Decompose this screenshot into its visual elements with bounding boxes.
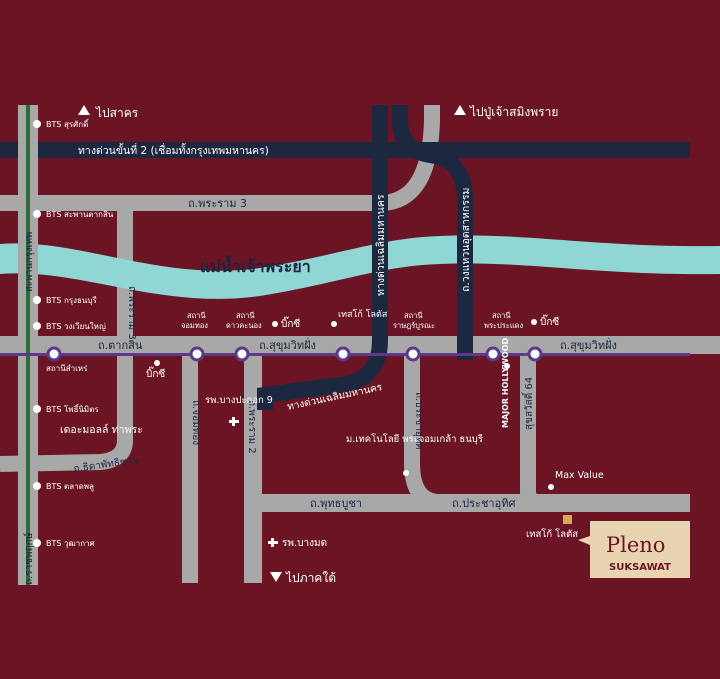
bts-station-label: BTS กรุงธนบุรี [46, 296, 97, 305]
arrow-up-icon [454, 105, 466, 115]
project-pin [563, 515, 572, 524]
hospital-icon [268, 538, 278, 547]
bts-station-label: BTS ตลาดพลู [46, 482, 94, 492]
road-suksawat64-curve [520, 491, 541, 510]
label-kmutt: ม.เทคโนโลยี พระจอมเกล้า ธนบุรี [346, 433, 483, 445]
expressways [0, 105, 690, 410]
label-ratchaphruek: ถ.ราชพฤกษ์ [23, 532, 35, 585]
label-rama3-vertical: ถ.พระราม 3 [126, 286, 137, 340]
label-pracha-uthit-v: ถ.ประชาอุทิศ [413, 392, 424, 450]
chao-phraya-river [0, 235, 720, 299]
label-taksin: ถ.ตากสิน [98, 339, 143, 352]
label-bigc-3: บิ๊กซี [540, 314, 559, 328]
label-hospital-bangpakok: รพ.บางปะกอก 9 [205, 395, 273, 406]
label-phutthabucha: ถ.พุทธบูชา [310, 497, 362, 510]
label-samut-sakhon: ไปสาคร [95, 106, 139, 120]
label-pracha-uthit-h: ถ.ประชาอุทิศ [452, 497, 515, 510]
label-expressway-2: ทางด่วนขั้นที่ 2 (เชื่อมทั้งกรุงเทพมหานค… [78, 143, 269, 157]
rail-stations [46, 346, 543, 362]
project-callout [578, 521, 690, 578]
label-river: แม่น้ำเจ้าพระยา [200, 254, 311, 276]
bts-station-label: BTS วงเวียนใหญ่ [46, 322, 106, 331]
project-brand: Pleno [606, 533, 665, 557]
road-rama3-vertical [0, 211, 133, 472]
arrow-up-icon [78, 105, 90, 115]
station-label: จอมทอง [181, 321, 208, 330]
label-kanchanaphisek: ถ.วงแหวนอุตสาหกรรม [460, 188, 472, 292]
label-sukhumvit-right: ถ.สุขุมวิทฝั่ง [560, 337, 617, 352]
station-labels: สถานี จอมทอง สถานี ดาวคะนอง สถานี ราษฎร์… [181, 311, 524, 330]
label-pu-chao: ไปปู่เจ้าสมิงพราย [469, 105, 558, 120]
project-location: SUKSAWAT [609, 562, 671, 573]
label-bigc-1: บิ๊กซี [281, 316, 300, 330]
label-bigc-2: บิ๊กซี [146, 366, 165, 380]
station-label: สถานี [492, 311, 510, 320]
station-label: ราษฎร์บูรณะ [393, 321, 435, 330]
bts-station-label: BTS โพธิ์นิมิตร [46, 403, 99, 414]
road-pracha-uthit-curve [404, 462, 560, 510]
bts-labels: BTS สุรศักดิ์ BTS สะพานตากสิน BTS กรุงธน… [46, 118, 114, 548]
poi-dots [154, 319, 554, 490]
label-suksawat64: สุขสวัสดิ์ 64 [521, 377, 535, 430]
station-label: สถานี [404, 311, 422, 320]
label-south: ไปภาคใต้ [285, 571, 336, 585]
arrow-down-icon [270, 572, 282, 582]
station-label: ดาวคะนอง [226, 321, 262, 330]
label-rama3-top: ถ.พระราม 3 [188, 197, 247, 210]
label-chom-thong: ถ.จอมทอง [190, 400, 201, 445]
hospital-icon [229, 417, 239, 426]
label-major: MAJOR HOLLYWOOD [501, 337, 510, 428]
label-hospital-bangmod: รพ.บางมด [282, 538, 327, 549]
station-label: สถานี [236, 311, 254, 320]
bts-station-label: BTS วุฒากาศ [46, 539, 95, 548]
bts-dots [33, 120, 41, 547]
label-max-value: Max Value [555, 470, 604, 481]
station-label: พระประแดง [484, 321, 524, 330]
label-the-mall: เดอะมอลล์ ท่าพระ [60, 423, 143, 436]
label-lotus-1: เทสโก้ โลตัส [338, 309, 388, 320]
label-lotus-2: เทสโก้ โลตัส [526, 528, 578, 540]
bts-station-label: BTS สุรศักดิ์ [46, 118, 90, 129]
label-sukhumvit-left: ถ.สุขุมวิทฝั่ง [259, 337, 316, 352]
bts-station-label: สถานีสำเหร่ [46, 364, 88, 373]
label-sathorn-bridge: สะพานกรุงเทพ [24, 232, 35, 292]
bts-station-label: BTS สะพานตากสิน [46, 210, 114, 219]
label-rama2: ถ.พระราม 2 [246, 400, 257, 454]
label-chaloem-v: ทางด่วนเฉลิมมหานคร [375, 194, 387, 296]
station-label: สถานี [187, 311, 205, 320]
